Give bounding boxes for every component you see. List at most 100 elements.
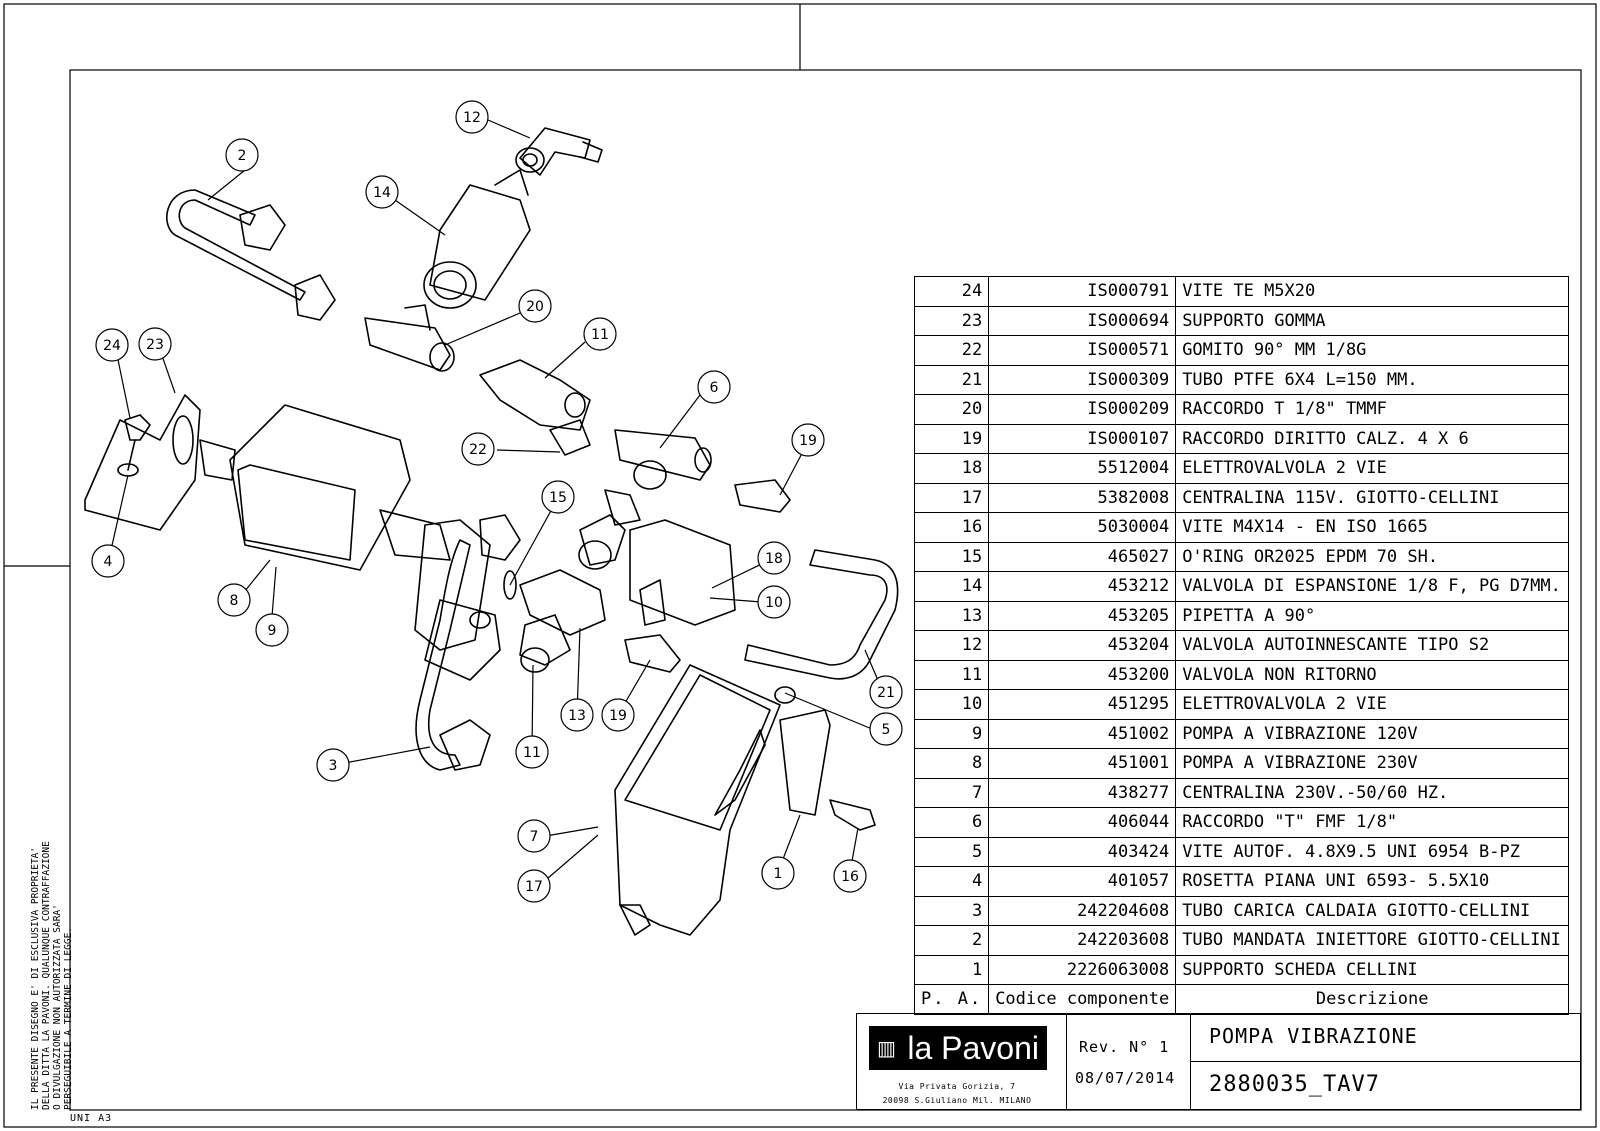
parts-desc-cell: RACCORDO "T" FMF 1/8" [1175, 807, 1570, 838]
balloon-11-upper [583, 317, 617, 351]
parts-desc-cell: CENTRALINA 115V. GIOTTO-CELLINI [1175, 482, 1570, 513]
parts-desc-cell: CENTRALINA 230V.-50/60 HZ. [1175, 777, 1570, 808]
parts-desc-cell: ELETTROVALVOLA 2 VIE [1175, 453, 1570, 484]
parts-desc-cell: POMPA A VIBRAZIONE 230V [1175, 748, 1570, 779]
parts-desc-cell: O'RING OR2025 EPDM 70 SH. [1175, 541, 1570, 572]
balloon-label: 1 [774, 866, 783, 882]
parts-code-cell: IS000309 [988, 364, 1177, 395]
parts-desc-cell: VALVOLA NON RITORNO [1175, 659, 1570, 690]
balloon-label: 5 [882, 722, 891, 738]
parts-desc-cell: SUPPORTO GOMMA [1175, 305, 1570, 336]
parts-pa-cell: 7 [913, 777, 990, 808]
parts-desc-cell: VITE AUTOF. 4.8X9.5 UNI 6954 B-PZ [1175, 836, 1570, 867]
parts-pa-cell: 2 [913, 925, 990, 956]
parts-desc-cell: VALVOLA DI ESPANSIONE 1/8 F, PG D7MM. [1175, 571, 1570, 602]
balloon-23 [138, 327, 172, 361]
parts-code-cell: 5512004 [988, 453, 1177, 484]
parts-pa-cell: 22 [913, 335, 990, 366]
parts-pa-cell: 1 [913, 954, 990, 985]
balloon-1 [761, 856, 795, 890]
parts-pa-cell: 23 [913, 305, 990, 336]
parts-code-cell: 401057 [988, 866, 1177, 897]
balloon-label: 16 [841, 869, 859, 885]
balloon-4 [91, 544, 125, 578]
parts-pa-cell: 24 [913, 276, 990, 307]
balloon-label: 9 [268, 623, 277, 639]
balloon-9 [255, 613, 289, 647]
parts-code-cell: 451295 [988, 689, 1177, 720]
parts-code-cell: IS000107 [988, 423, 1177, 454]
address-line-2: 20098 S.Giuliano Mil. MILANO [882, 1096, 1032, 1105]
parts-pa-cell: 20 [913, 394, 990, 425]
parts-desc-cell: POMPA A VIBRAZIONE 120V [1175, 718, 1570, 749]
drawing-title: POMPA VIBRAZIONE [1209, 1024, 1418, 1048]
parts-pa-cell: 21 [913, 364, 990, 395]
balloon-3 [316, 748, 350, 782]
balloon-19-lower [601, 698, 635, 732]
parts-pa-cell: 8 [913, 748, 990, 779]
parts-pa-cell: 14 [913, 571, 990, 602]
parts-code-cell: 242203608 [988, 925, 1177, 956]
revision-cell: Rev. N° 1 08/07/2014 [1067, 1014, 1191, 1109]
parts-pa-cell: 10 [913, 689, 990, 720]
balloon-label: 19 [799, 433, 817, 449]
balloon-label: 7 [530, 829, 539, 845]
balloon-label: 11 [591, 327, 609, 343]
balloon-12 [560, 698, 594, 732]
balloon-6 [697, 370, 731, 404]
balloon-label: 21 [877, 685, 895, 701]
balloon-label: 4 [104, 554, 113, 570]
balloon-label: 18 [765, 551, 783, 567]
balloon-2 [225, 138, 259, 172]
parts-code-cell: IS000571 [988, 335, 1177, 366]
parts-pa-cell: 6 [913, 807, 990, 838]
revision-date: 08/07/2014 [1075, 1069, 1176, 1087]
parts-code-cell: 403424 [988, 836, 1177, 867]
balloon-label: 12 [463, 110, 481, 126]
balloon-22 [461, 432, 495, 466]
parts-pa-cell: 13 [913, 600, 990, 631]
balloon-5 [869, 712, 903, 746]
parts-code-cell: 465027 [988, 541, 1177, 572]
company-logo: ▥ la Pavoni [869, 1026, 1047, 1070]
balloon-17 [517, 869, 551, 903]
parts-pa-cell: 9 [913, 718, 990, 749]
parts-pa-cell: 3 [913, 895, 990, 926]
balloon-20 [518, 289, 552, 323]
parts-pa-cell: 17 [913, 482, 990, 513]
parts-pa-cell: 4 [913, 866, 990, 897]
drawing-number-cell: 2880035_TAV7 [1191, 1062, 1580, 1109]
balloon-21 [869, 675, 903, 709]
parts-pa-cell: 11 [913, 659, 990, 690]
balloon-label: 17 [525, 879, 543, 895]
balloon-label: 11 [523, 745, 541, 761]
parts-pa-cell: 19 [913, 423, 990, 454]
balloon-label: 2 [238, 148, 247, 164]
parts-pa-cell: 18 [913, 453, 990, 484]
balloon-label: 13 [568, 708, 586, 724]
balloon-8 [217, 583, 251, 617]
parts-desc-cell: PIPETTA A 90° [1175, 600, 1570, 631]
parts-pa-cell: 16 [913, 512, 990, 543]
parts-code-cell: 453200 [988, 659, 1177, 690]
balloon-label: 24 [103, 338, 121, 354]
parts-code-cell: 438277 [988, 777, 1177, 808]
parts-desc-cell: ELETTROVALVOLA 2 VIE [1175, 689, 1570, 720]
balloon-label: 15 [549, 490, 567, 506]
balloon-label: 22 [469, 442, 487, 458]
